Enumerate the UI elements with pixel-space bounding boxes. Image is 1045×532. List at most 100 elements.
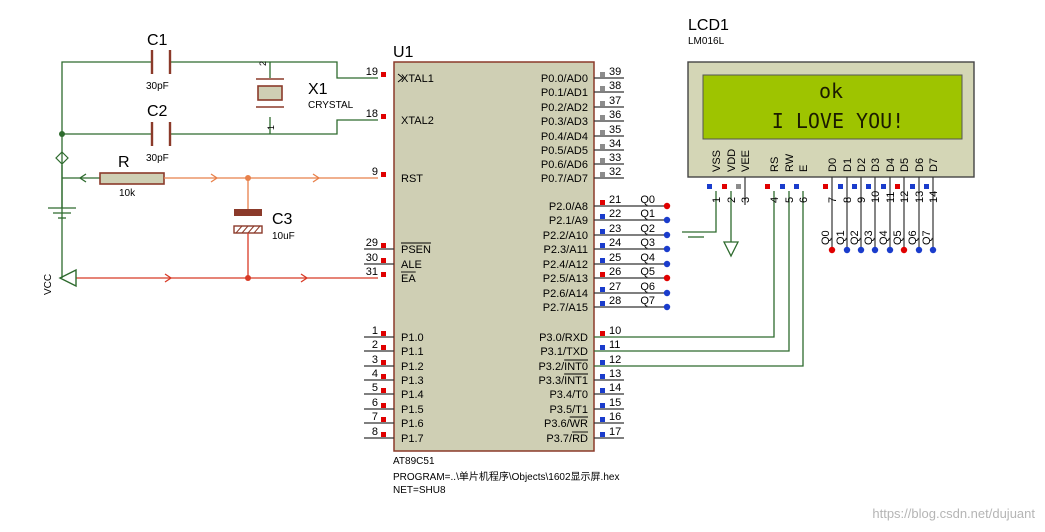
mcu-pin-p1-4: 5P1.4 <box>364 382 424 401</box>
pin-state-marker <box>600 258 605 263</box>
pin-name-label: P0.0/AD0 <box>541 73 588 85</box>
pin-number-label: 8 <box>372 426 378 438</box>
oscillator-wires <box>48 61 378 278</box>
pin-state-marker <box>600 72 605 77</box>
pin-name-label: RST <box>401 173 423 185</box>
pin-number-label: 21 <box>609 194 621 206</box>
pin-state-marker <box>600 172 605 177</box>
x1-pin1-number: 1 <box>266 125 276 130</box>
net-label: Q0 <box>640 194 655 206</box>
lcd-pin-number-label: 13 <box>914 191 926 203</box>
pin-state-marker <box>600 272 605 277</box>
pin-name-label: P2.2/A10 <box>543 230 588 242</box>
mcu-pin-p1-2: 3P1.2 <box>364 354 424 373</box>
capacitor-c2: C2 30pF <box>146 103 172 164</box>
pin-number-label: 13 <box>609 368 621 380</box>
pin-state-marker <box>381 388 386 393</box>
pin-state-marker <box>600 417 605 422</box>
pin-number-label: 6 <box>372 397 378 409</box>
mcu-program-label: PROGRAM=..\单片机程序\Objects\1602显示屏.hex <box>393 470 619 483</box>
pin-number-label: 19 <box>366 66 378 78</box>
terminal-dot <box>871 246 879 254</box>
lcd-pin-number-label: 3 <box>740 197 752 203</box>
net-label: Q0 <box>820 230 832 245</box>
mcu-pin-p1-0: 1P1.0 <box>364 325 424 344</box>
pin-number-label: 28 <box>609 295 621 307</box>
lcd-pin-name-label: D6 <box>914 158 926 172</box>
pin-name-label: P2.4/A12 <box>543 259 588 271</box>
terminal-dot <box>886 246 894 254</box>
pin-state-marker <box>381 172 386 177</box>
pin-number-label: 31 <box>366 266 378 278</box>
pin-number-label: 18 <box>366 108 378 120</box>
pin-name-label: P2.6/A14 <box>543 288 588 300</box>
lcd-pin-name-label: D4 <box>885 158 897 172</box>
lcd-pin-number-label: 1 <box>711 197 723 203</box>
mcu-part-label: AT89C51 <box>393 456 435 467</box>
pin-name-label: P1.0 <box>401 332 424 344</box>
pin-state-marker <box>600 101 605 106</box>
c1-ref-label: C1 <box>147 32 168 49</box>
c3-ref-label: C3 <box>272 211 293 228</box>
vcc-label: VCC <box>43 274 54 295</box>
lcd-line-1: ok <box>819 79 843 103</box>
net-label: Q3 <box>640 237 655 249</box>
lcd-pin-number-label: 4 <box>769 197 781 203</box>
pin-state-marker <box>381 331 386 336</box>
pin-state-marker <box>600 200 605 205</box>
pin-number-label: 9 <box>372 166 378 178</box>
lcd-pin-name-label: VDD <box>726 149 738 172</box>
pin-number-label: 36 <box>609 109 621 121</box>
pin-state-marker <box>780 184 785 189</box>
pin-state-marker <box>600 345 605 350</box>
lcd-pin-name-label: E <box>798 165 810 172</box>
pin-state-marker <box>600 331 605 336</box>
pin-name-label: P2.7/A15 <box>543 302 588 314</box>
mcu-left-pins: 19XTAL118XTAL29RST29PSEN30ALE31EA1P1.02P… <box>364 66 434 445</box>
reset-wires <box>164 173 378 209</box>
pin-number-label: 12 <box>609 354 621 366</box>
pin-state-marker <box>600 388 605 393</box>
net-label: Q7 <box>640 295 655 307</box>
net-label: Q7 <box>921 230 933 245</box>
lcd-screen <box>702 74 963 140</box>
lcd-pins: VSS1VDD2VEE3RS4RW5E6D07Q0D18Q1D29Q2D310Q… <box>707 149 940 254</box>
vcc-arrow-icon <box>58 268 77 288</box>
pin-number-label: 15 <box>609 397 621 409</box>
pin-number-label: 14 <box>609 382 621 394</box>
c2-ref-label: C2 <box>147 103 168 120</box>
capacitor-c1: C1 30pF <box>146 32 172 92</box>
pin-state-marker <box>381 258 386 263</box>
lcd-ref-label: LCD1 <box>688 17 729 34</box>
pin-state-marker <box>381 374 386 379</box>
pin-state-marker <box>794 184 799 189</box>
pin-name-label: P1.5 <box>401 404 424 416</box>
net-label: Q4 <box>640 252 655 264</box>
net-label: Q1 <box>640 208 655 220</box>
pin-name-label: P3.7/RD <box>546 433 588 445</box>
vcc-wires <box>76 233 378 283</box>
pin-name-label: P2.1/A9 <box>549 215 588 227</box>
pin-state-marker <box>381 432 386 437</box>
pin-state-marker <box>381 403 386 408</box>
pin-name-label: P1.2 <box>401 361 424 373</box>
lcd-pin-number-label: 12 <box>899 191 911 203</box>
terminal-dot <box>663 289 671 297</box>
pin-name-label: P2.0/A8 <box>549 201 588 213</box>
pin-number-label: 2 <box>372 339 378 351</box>
pin-number-label: 37 <box>609 95 621 107</box>
pin-name-label: P0.7/AD7 <box>541 173 588 185</box>
